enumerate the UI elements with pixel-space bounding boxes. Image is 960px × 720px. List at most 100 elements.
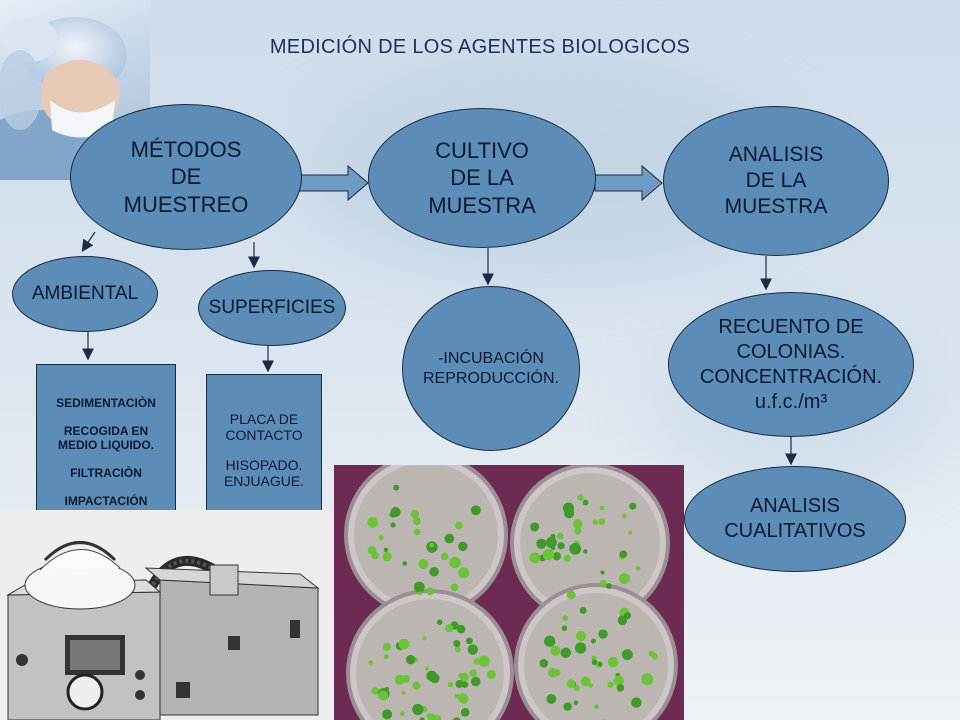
method-item: RECOGIDA EN MEDIO LIQUIDO. <box>58 424 154 452</box>
colony-dot <box>447 681 454 688</box>
colony-dot <box>542 549 555 561</box>
colony-dot <box>622 513 627 519</box>
colony-dot <box>382 709 393 720</box>
colony-dot <box>449 556 461 569</box>
colony-dot <box>566 590 576 600</box>
node-cultivo-muestra: CULTIVO DE LA MUESTRA <box>368 108 596 248</box>
colony-dot <box>432 714 442 720</box>
arrow-metodos-ambiental <box>81 231 96 252</box>
colony-dot <box>429 673 440 684</box>
node-metodos-muestreo: MÉTODOS DE MUESTREO <box>70 104 302 250</box>
petri-dishes-photo <box>334 465 684 720</box>
colony-dot <box>635 566 641 571</box>
colony-dot <box>563 554 571 562</box>
block-arrow-1 <box>299 164 369 202</box>
colony-dot <box>598 629 608 639</box>
colony-dot <box>402 561 408 566</box>
colony-dot <box>367 516 379 528</box>
colony-dot <box>573 685 580 692</box>
colony-dot <box>597 662 603 667</box>
colony-dot <box>454 693 460 699</box>
colony-dot <box>606 583 612 589</box>
node-recuento: RECUENTO DE COLONIAS. CONCENTRACIÓN. u.f… <box>668 292 914 437</box>
colony-dot <box>591 655 597 661</box>
colony-dot <box>470 676 481 687</box>
colony-dot <box>455 521 463 530</box>
colony-dot <box>561 625 568 631</box>
box-superficies-methods: PLACA DE CONTACTO HISOPADO. ENJUAGUE. <box>206 374 322 526</box>
colony-dot <box>563 702 572 711</box>
colony-dot <box>562 615 569 621</box>
colony-dot <box>619 550 628 559</box>
node-superficies: SUPERFICIES <box>198 270 346 346</box>
block-arrow-2 <box>594 164 663 202</box>
method-item: FILTRACIÒN <box>70 466 142 480</box>
colony-dot <box>607 656 619 668</box>
colony-dot <box>394 674 405 685</box>
colony-dot <box>412 681 421 690</box>
node-ambiental: AMBIENTAL <box>12 256 158 332</box>
colony-dot <box>631 697 642 708</box>
colony-dot <box>579 607 587 614</box>
colony-dot <box>384 687 390 692</box>
node-analisis-cualitativos: ANALISIS CUALITATIVOS <box>684 466 906 572</box>
colony-dot <box>548 668 558 678</box>
colony-dot <box>429 566 439 577</box>
method-item: SEDIMENTACIÒN <box>56 396 156 410</box>
colony-dot <box>371 687 379 695</box>
colony-dot <box>383 654 389 660</box>
page-title: MEDICIÓN DE LOS AGENTES BIOLOGICOS <box>269 36 691 58</box>
colony-dot <box>399 711 405 717</box>
colony-dot <box>539 659 549 668</box>
colony-dot <box>444 533 455 544</box>
air-sampler-photo <box>0 510 330 720</box>
colony-dot <box>486 669 496 679</box>
colony-dot <box>574 527 582 535</box>
colony-dot <box>450 583 459 592</box>
colony-dot <box>550 645 561 656</box>
colony-dot <box>569 542 582 555</box>
colony-dot <box>592 519 599 525</box>
colony-dot <box>417 591 422 596</box>
colony-dot <box>460 708 470 717</box>
colony-dot <box>367 545 377 555</box>
colony-dot <box>455 679 464 688</box>
colony-dot <box>465 637 473 645</box>
colony-dot <box>566 679 576 689</box>
colony-dot <box>575 630 587 642</box>
colony-dot <box>412 703 424 716</box>
colony-dot <box>444 624 454 633</box>
colony-dot <box>429 542 435 548</box>
colony-dot <box>467 644 478 655</box>
method-item: PLACA DE CONTACTO <box>225 411 303 443</box>
colony-dot <box>560 647 572 658</box>
colony-dot <box>629 502 637 510</box>
colony-dot <box>453 639 461 648</box>
colony-dot <box>556 532 564 540</box>
colony-dot <box>398 638 410 650</box>
method-item: IMPACTACIÓN <box>64 494 148 508</box>
colony-dot <box>628 530 633 535</box>
colony-dot <box>378 690 389 701</box>
colony-dot <box>424 666 429 671</box>
colony-dot <box>587 682 593 688</box>
colony-dot <box>598 518 606 525</box>
colony-dot <box>440 552 449 561</box>
method-item: HISOPADO. ENJUAGUE. <box>223 457 305 489</box>
colony-dot <box>368 660 374 665</box>
colony-dot <box>419 717 425 720</box>
colony-dot <box>426 587 434 596</box>
colony-dot <box>382 551 392 562</box>
colony-dot <box>412 517 421 526</box>
node-analisis-muestra: ANALISIS DE LA MUESTRA <box>663 106 889 256</box>
colony-dot <box>382 642 391 651</box>
colony-dot <box>422 636 427 641</box>
colony-dot <box>616 684 625 692</box>
colony-dot <box>456 624 466 634</box>
colony-dot <box>405 655 416 665</box>
colony-dot <box>600 570 605 575</box>
colony-dot <box>641 673 654 686</box>
colony-dot <box>599 579 607 587</box>
colony-dot <box>390 522 396 528</box>
colony-dot <box>530 522 540 532</box>
